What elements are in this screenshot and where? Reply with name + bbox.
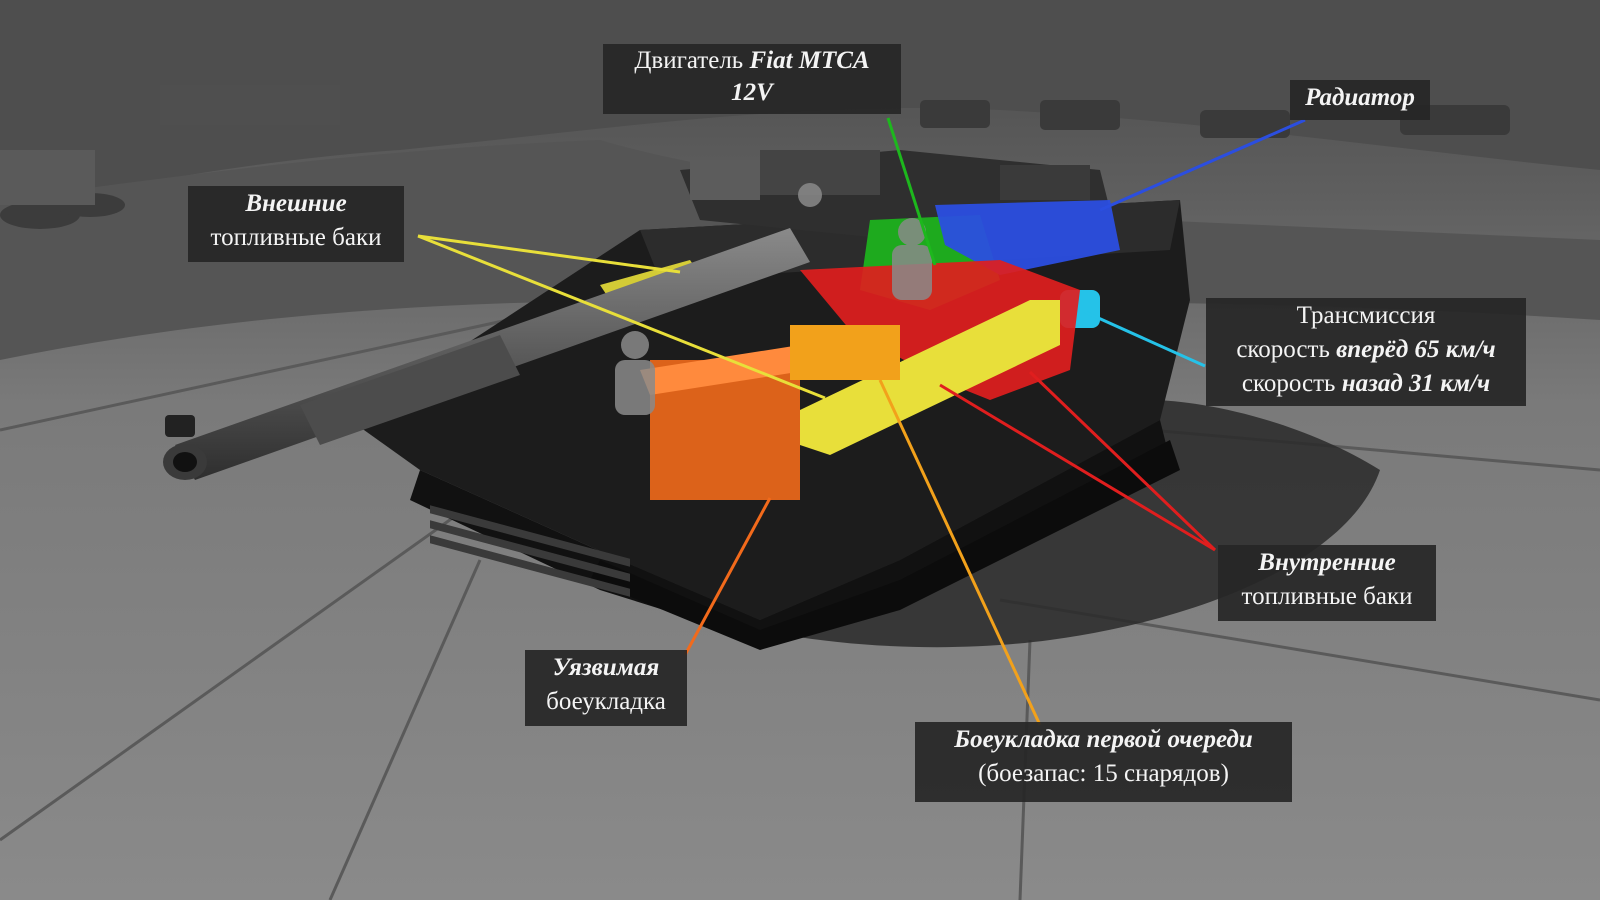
distant-vehicles: [920, 100, 1510, 138]
sandbags: [0, 85, 340, 229]
vulnerable-ammo-label-text: боеукладка: [546, 688, 666, 715]
ready-ammo-label-text: (боезапас: 15 снарядов): [978, 760, 1229, 787]
gun-barrel: [163, 228, 810, 480]
radiator-label: Радиатор: [1290, 80, 1430, 120]
external-fuel-label-text: топливные баки: [210, 224, 382, 251]
vulnerable-ammo-label-title: Уязвимая: [552, 654, 660, 681]
leader-lines: [417, 117, 1306, 726]
external-fuel-module: [800, 300, 1060, 455]
crew-figures: [615, 183, 932, 415]
radiator-label-text: Радиатор: [1305, 84, 1415, 111]
transmission-reverse-text: скорость: [1241, 370, 1342, 397]
transmission-reverse-speed: назад 31 км/ч: [1341, 370, 1491, 397]
internal-fuel-label: Внутренние топливные баки: [1218, 545, 1436, 621]
ready-ammo-label: Боеукладка первой очереди (боезапас: 15 …: [915, 722, 1292, 802]
transmission-forward-speed: вперёд 65 км/ч: [1336, 336, 1496, 363]
transmission-label-title: Трансмиссия: [1296, 302, 1436, 329]
internal-fuel-label-title: Внутренние: [1258, 549, 1396, 576]
internal-fuel-label-text: топливные баки: [1241, 583, 1413, 610]
ready-ammo-rack: [790, 325, 900, 380]
vulnerable-ammo-rack: [640, 345, 810, 500]
external-fuel-label-title: Внешние: [245, 190, 347, 217]
engine-label-type: 12V: [731, 79, 773, 106]
transmission-forward-text: скорость: [1236, 336, 1337, 363]
engine-label: Двигатель Fiat MTCA 12V: [603, 44, 901, 114]
transmission-label: Трансмиссия скорость вперёд 65 км/ч скор…: [1206, 298, 1526, 406]
external-fuel-label: Внешние топливные баки: [188, 186, 404, 262]
vulnerable-ammo-label: Уязвимая боеукладка: [525, 650, 687, 726]
engine-label-text: Двигатель: [634, 47, 750, 74]
radiator-module: [935, 200, 1120, 275]
ready-ammo-label-title: Боеукладка первой очереди: [954, 726, 1253, 753]
engine-label-model: Fiat MTCA: [749, 47, 870, 74]
